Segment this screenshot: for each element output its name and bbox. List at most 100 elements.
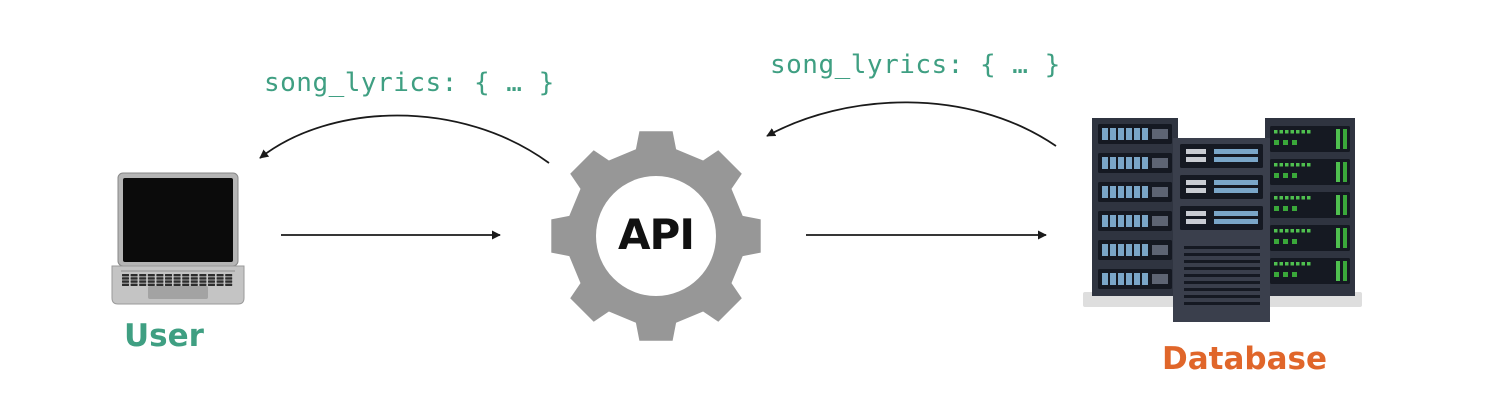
drive-bay xyxy=(1126,157,1132,169)
keyboard-key xyxy=(147,274,155,277)
drive-bay xyxy=(1126,273,1132,285)
status-bar xyxy=(1336,261,1340,281)
keyboard-key xyxy=(130,283,138,286)
drive-bay xyxy=(1126,215,1132,227)
status-led xyxy=(1274,229,1278,233)
status-led xyxy=(1274,272,1279,277)
drive-bay xyxy=(1118,186,1124,198)
keyboard-key xyxy=(182,274,190,277)
keyboard-key xyxy=(208,277,215,280)
status-led xyxy=(1307,262,1311,266)
server-unit xyxy=(1180,206,1263,230)
keyboard-key xyxy=(216,274,224,277)
status-bar xyxy=(1336,228,1340,248)
drive-bay xyxy=(1134,244,1140,256)
keyboard-key xyxy=(190,274,198,277)
gear-icon xyxy=(551,131,761,341)
left-server-units xyxy=(1098,124,1172,289)
keyboard-key xyxy=(182,280,190,283)
status-led xyxy=(1279,196,1283,200)
vent-slot xyxy=(1184,260,1260,263)
status-led xyxy=(1274,163,1278,167)
keyboard-key xyxy=(225,283,233,286)
drive-bay xyxy=(1118,215,1124,227)
server-vents xyxy=(1184,246,1260,305)
server-panel xyxy=(1152,274,1168,284)
status-led xyxy=(1292,239,1297,244)
drive-bay xyxy=(1118,157,1124,169)
server-panel xyxy=(1214,180,1258,185)
drive-bay xyxy=(1102,215,1108,227)
drive-bay xyxy=(1142,273,1148,285)
status-led xyxy=(1274,140,1279,145)
server-panel xyxy=(1214,149,1258,154)
keyboard-key xyxy=(182,277,190,280)
status-led xyxy=(1307,229,1311,233)
status-led xyxy=(1274,130,1278,134)
keyboard-key xyxy=(139,274,147,277)
vent-slot xyxy=(1184,274,1260,277)
keyboard-key xyxy=(216,280,224,283)
server-unit xyxy=(1270,192,1350,218)
keyboard-key xyxy=(147,280,155,283)
drive-bay xyxy=(1102,128,1108,140)
status-led xyxy=(1307,130,1311,134)
keyboard-key xyxy=(139,280,147,283)
drive-bay xyxy=(1134,273,1140,285)
response-label-right: song_lyrics: { … } xyxy=(770,50,1061,80)
server-unit xyxy=(1180,175,1263,199)
api-label: API xyxy=(618,210,695,259)
response-arrow-to-user xyxy=(259,114,550,164)
status-led xyxy=(1274,262,1278,266)
server-panel xyxy=(1152,158,1168,168)
drive-bay xyxy=(1142,215,1148,227)
keyboard-key xyxy=(199,280,207,283)
drive-bay xyxy=(1134,215,1140,227)
drive-bay xyxy=(1110,244,1116,256)
drive-bay xyxy=(1134,186,1140,198)
status-led xyxy=(1290,262,1294,266)
server-unit xyxy=(1180,144,1263,168)
server-panel xyxy=(1152,245,1168,255)
server-panel xyxy=(1186,180,1206,185)
keyboard-key xyxy=(122,277,129,280)
status-led xyxy=(1296,262,1300,266)
vent-slot xyxy=(1184,295,1260,298)
vent-slot xyxy=(1184,246,1260,249)
status-led xyxy=(1283,239,1288,244)
vent-slot xyxy=(1184,267,1260,270)
drive-bay xyxy=(1118,244,1124,256)
keyboard-key xyxy=(225,277,233,280)
status-led xyxy=(1279,130,1283,134)
database-label: Database xyxy=(1162,341,1327,377)
status-bar xyxy=(1343,228,1347,248)
status-bar xyxy=(1336,162,1340,182)
status-led xyxy=(1279,229,1283,233)
keyboard-key xyxy=(130,277,138,280)
drive-bay xyxy=(1126,186,1132,198)
drive-bay xyxy=(1102,273,1108,285)
drive-bay xyxy=(1134,157,1140,169)
keyboard-key xyxy=(139,283,147,286)
keyboard-key xyxy=(173,280,181,283)
keyboard-key xyxy=(147,283,155,286)
laptop-keyboard xyxy=(122,274,233,286)
server-panel xyxy=(1152,216,1168,226)
drive-bay xyxy=(1142,157,1148,169)
status-led xyxy=(1290,229,1294,233)
server-panel xyxy=(1214,211,1258,216)
status-bar xyxy=(1343,261,1347,281)
status-led xyxy=(1290,196,1294,200)
status-led xyxy=(1296,130,1300,134)
status-bar xyxy=(1343,162,1347,182)
server-panel xyxy=(1214,188,1258,193)
status-led xyxy=(1274,196,1278,200)
server-unit xyxy=(1270,126,1350,152)
status-led xyxy=(1285,196,1289,200)
user-label: User xyxy=(124,318,204,354)
keyboard-key xyxy=(122,283,129,286)
server-rack-icon xyxy=(1083,118,1362,322)
keyboard-key xyxy=(147,277,155,280)
status-led xyxy=(1274,173,1279,178)
status-led xyxy=(1285,262,1289,266)
